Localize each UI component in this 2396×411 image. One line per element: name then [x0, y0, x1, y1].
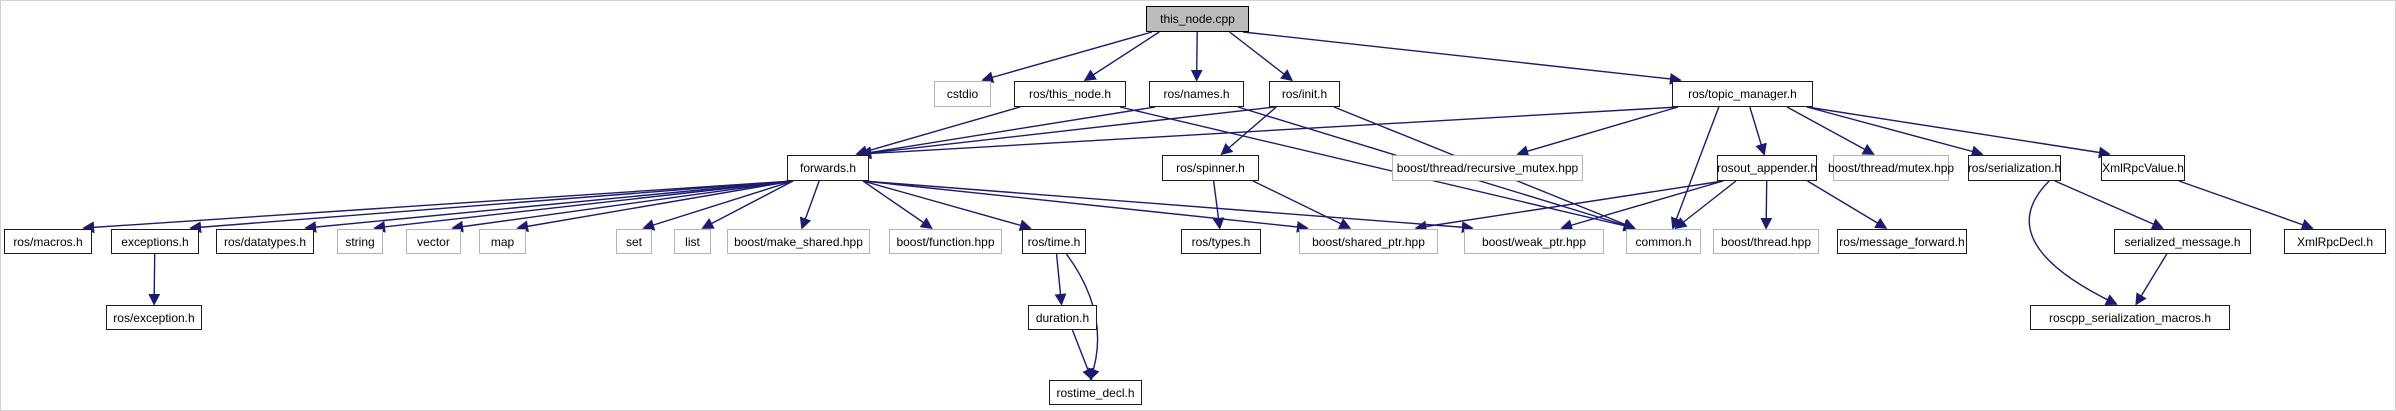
- graph-edge-forwards_h-to-datatypes_h: [304, 180, 794, 233]
- graph-node-rostime_decl_h[interactable]: rostime_decl.h: [1049, 380, 1142, 405]
- graph-node-serialization_h[interactable]: ros/serialization.h: [1968, 155, 2061, 181]
- graph-edge-topic_manager_h-to-recursive_mutex_hpp: [1516, 106, 1679, 157]
- graph-edge-forwards_h-to-macros_h: [82, 180, 794, 234]
- graph-edge-rosout_appender_h-to-common_h: [1674, 180, 1737, 230]
- graph-node-rosout_appender_h[interactable]: rosout_appender.h: [1717, 155, 1817, 181]
- graph-node-macros_h[interactable]: ros/macros.h: [4, 229, 92, 254]
- graph-edge-init_h-to-forwards_h: [859, 106, 1276, 159]
- graph-edge-forwards_h-to-map: [516, 180, 794, 233]
- graph-node-xmlrpcdecl_h[interactable]: XmlRpcDecl.h: [2284, 229, 2386, 254]
- graph-edge-names_h-to-forwards_h: [859, 106, 1156, 159]
- graph-edge-this_node_h-to-forwards_h: [855, 106, 1021, 157]
- graph-node-names_h[interactable]: ros/names.h: [1149, 81, 1244, 107]
- graph-node-exceptions_h[interactable]: exceptions.h: [111, 229, 199, 254]
- graph-edge-rosout_appender_h-to-thread_hpp: [1760, 180, 1773, 230]
- graph-node-map: map: [479, 229, 526, 254]
- graph-edge-forwards_h-to-shared_ptr_hpp: [862, 180, 1309, 233]
- graph-node-duration_h[interactable]: duration.h: [1028, 305, 1097, 330]
- graph-node-thread_hpp: boost/thread.hpp: [1713, 229, 1819, 254]
- graph-node-this_node_cpp: this_node.cpp: [1146, 6, 1249, 32]
- graph-node-string: string: [337, 229, 383, 254]
- graph-node-message_forward_h[interactable]: ros/message_forward.h: [1837, 229, 1967, 254]
- edge-group: [82, 31, 2314, 381]
- graph-node-topic_manager_h[interactable]: ros/topic_manager.h: [1672, 81, 1813, 107]
- graph-edge-forwards_h-to-set: [642, 180, 794, 231]
- graph-node-spinner_h[interactable]: ros/spinner.h: [1162, 155, 1259, 181]
- graph-edge-exceptions_h-to-exception_h: [148, 253, 161, 306]
- graph-node-xmlrpcvalue_h[interactable]: XmlRpcValue.h: [2101, 155, 2185, 181]
- graph-node-vector: vector: [406, 229, 461, 254]
- graph-edge-init_h-to-spinner_h: [1220, 106, 1277, 156]
- graph-node-function_hpp: boost/function.hpp: [889, 229, 1002, 254]
- graph-edge-topic_manager_h-to-forwards_h: [859, 106, 1679, 160]
- graph-edge-forwards_h-to-weak_ptr_hpp: [862, 180, 1474, 234]
- graph-edge-duration_h-to-rostime_decl_h: [1071, 329, 1094, 381]
- graph-edge-rosout_appender_h-to-weak_ptr_hpp: [1560, 180, 1724, 231]
- graph-edge-topic_manager_h-to-common_h: [1670, 106, 1720, 230]
- graph-edge-serialization_h-to-serialized_message_h: [2054, 180, 2164, 230]
- graph-node-shared_ptr_hpp: boost/shared_ptr.hpp: [1299, 229, 1438, 254]
- graph-node-make_shared_hpp: boost/make_shared.hpp: [727, 229, 870, 254]
- graph-edge-serialization_h-to-ser_macros_h: [2028, 180, 2118, 305]
- graph-edge-topic_manager_h-to-serialization_h: [1806, 106, 1984, 158]
- graph-edge-forwards_h-to-make_shared_hpp: [799, 180, 820, 230]
- graph-edge-this_node_cpp-to-topic_manager_h: [1242, 31, 1682, 85]
- graph-edge-rosout_appender_h-to-message_forward_h: [1807, 180, 1888, 229]
- graph-node-this_node_h[interactable]: ros/this_node.h: [1014, 81, 1126, 107]
- graph-node-init_h[interactable]: ros/init.h: [1269, 81, 1340, 107]
- graph-node-datatypes_h[interactable]: ros/datatypes.h: [216, 229, 314, 254]
- graph-edge-forwards_h-to-vector: [451, 180, 794, 233]
- graph-edge-topic_manager_h-to-mutex_hpp: [1786, 106, 1875, 155]
- graph-node-exception_h[interactable]: ros/exception.h: [106, 305, 202, 330]
- graph-edge-spinner_h-to-shared_ptr_hpp: [1252, 180, 1352, 229]
- graph-edge-rosout_appender_h-to-shared_ptr_hpp: [1414, 180, 1724, 233]
- graph-node-mutex_hpp: boost/thread/mutex.hpp: [1828, 155, 1954, 181]
- graph-edge-spinner_h-to-types_h: [1212, 180, 1225, 230]
- graph-edge-this_node_cpp-to-this_node_h: [1083, 31, 1160, 81]
- graph-node-common_h: common.h: [1626, 229, 1701, 254]
- graph-edge-topic_manager_h-to-rosout_appender_h: [1749, 106, 1767, 156]
- graph-edge-forwards_h-to-list: [701, 180, 794, 229]
- graph-edge-xmlrpcvalue_h-to-xmlrpcdecl_h: [2178, 180, 2314, 231]
- graph-edge-forwards_h-to-time_h: [862, 180, 1032, 231]
- graph-edge-forwards_h-to-function_hpp: [862, 180, 933, 230]
- graph-node-ser_macros_h[interactable]: roscpp_serialization_macros.h: [2030, 305, 2230, 330]
- graph-edge-serialized_message_h-to-ser_macros_h: [2135, 253, 2168, 306]
- graph-edge-forwards_h-to-string: [373, 180, 794, 233]
- graph-node-recursive_mutex_hpp: boost/thread/recursive_mutex.hpp: [1392, 155, 1583, 181]
- graph-node-forwards_h[interactable]: forwards.h: [787, 155, 869, 181]
- graph-edge-time_h-to-duration_h: [1054, 253, 1067, 306]
- graph-edge-forwards_h-to-exceptions_h: [189, 180, 794, 234]
- graph-node-cstdio: cstdio: [934, 81, 991, 107]
- graph-node-set: set: [616, 229, 652, 254]
- graph-node-types_h[interactable]: ros/types.h: [1181, 229, 1261, 254]
- graph-edge-this_node_cpp-to-init_h: [1229, 31, 1294, 82]
- graph-node-list: list: [674, 229, 711, 254]
- graph-edge-topic_manager_h-to-xmlrpcvalue_h: [1806, 106, 2111, 159]
- graph-edge-this_node_cpp-to-cstdio: [981, 31, 1153, 83]
- graph-node-serialized_message_h[interactable]: serialized_message.h: [2114, 229, 2251, 254]
- graph-node-time_h[interactable]: ros/time.h: [1022, 229, 1086, 254]
- graph-node-weak_ptr_hpp: boost/weak_ptr.hpp: [1464, 229, 1604, 254]
- graph-edge-this_node_cpp-to-names_h: [1190, 31, 1203, 82]
